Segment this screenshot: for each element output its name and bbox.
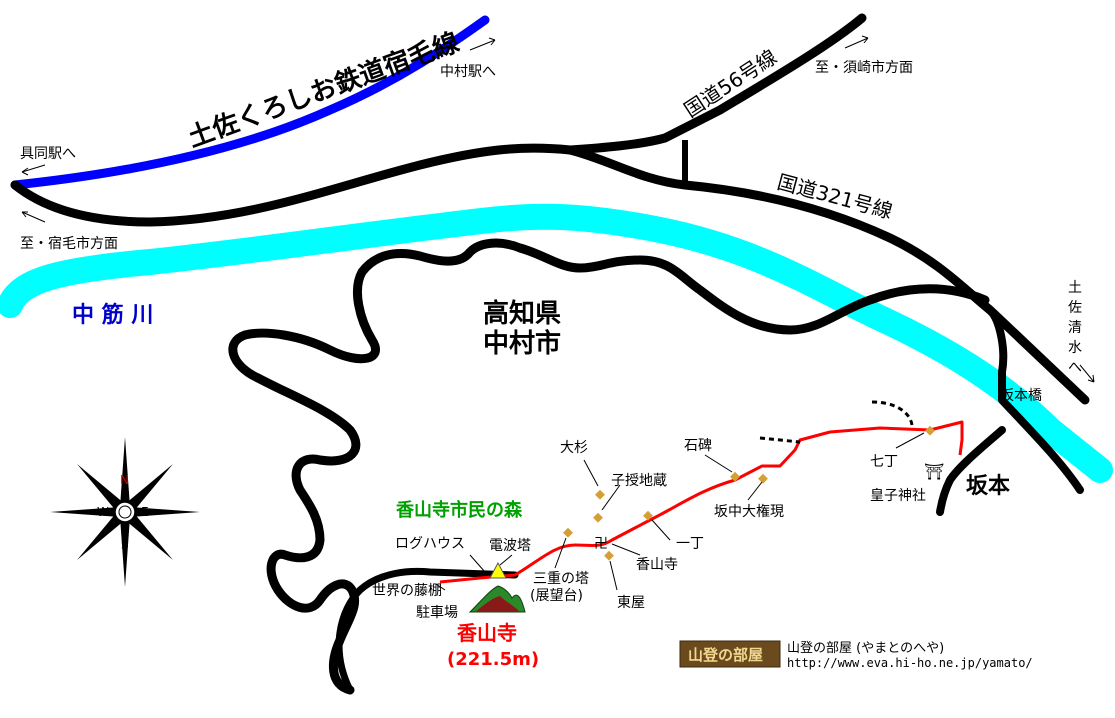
main-road [10, 143, 1090, 405]
hiking-trail [439, 420, 964, 584]
arrow-tosa-shimizu [1079, 364, 1095, 383]
susaki-label: 至・須崎市方面 [815, 59, 913, 76]
log-house-label: ログハウス [395, 536, 465, 552]
credit-logo: 山登の部屋 [679, 640, 781, 668]
summit-name-label: 香山寺 [457, 621, 517, 645]
oosugi-label: 大杉 [560, 440, 588, 456]
marker-oosugi [595, 489, 605, 500]
tenbodai-label: (展望台) [530, 588, 583, 604]
arrow-gudo-station [21, 164, 46, 176]
summit-elevation-label: (221.5m) [447, 649, 539, 670]
river-label: 中 筋 川 [72, 302, 153, 328]
trail-spur-1 [759, 436, 801, 444]
sakamoto-bridge-label: 坂本橋 [1000, 388, 1042, 404]
sukumo-label: 至・宿毛市方面 [20, 235, 118, 252]
tosa-shimizu-label: 土 佐 清 水 へ [1068, 280, 1082, 376]
arrow-koju-jizo [601, 484, 621, 511]
arrow-sanju-no-to [554, 537, 567, 569]
compass-e: E [141, 505, 149, 519]
arrow-fuji-dana [435, 583, 446, 591]
railway-line [10, 15, 490, 190]
forest-label: 香山寺市民の森 [395, 499, 523, 521]
arrow-azumaya [609, 560, 618, 591]
itcho-label: 一丁 [676, 536, 704, 552]
arrow-log-house [469, 554, 486, 573]
fuji-dana-label: 世界の藤棚 [372, 583, 442, 599]
nakasuji-river [0, 203, 1113, 483]
arrow-sakanaka [747, 481, 763, 501]
sanju-no-to-label: 三重の塔 [533, 571, 589, 587]
arrow-oosugi [583, 459, 599, 487]
road-tosa-shimizu [986, 306, 1084, 494]
marker-sakanaka [758, 473, 768, 484]
parking-road [335, 567, 519, 694]
compass-s: S [121, 538, 129, 552]
gudo-station-label: 具同駅へ [20, 146, 76, 162]
region-label-prefecture: 高知県 [483, 298, 561, 329]
nanacho-label: 七丁 [870, 454, 898, 470]
marker-sekihi [730, 471, 740, 482]
credit-title: 山登の部屋 (やまとのへや) [787, 641, 944, 656]
marker-azumaya [604, 550, 614, 561]
railway-label: 土佐くろしお鉄道宿毛線 [184, 27, 463, 154]
arrow-sukumo [21, 211, 46, 223]
parking-label: 駐車場 [416, 604, 458, 621]
region-label-city: 中村市 [483, 328, 561, 359]
azumaya-label: 東屋 [617, 595, 645, 611]
arrow-susaki [844, 35, 869, 49]
arrow-nanacho [895, 432, 925, 449]
svg-text:へ: へ [1068, 360, 1082, 376]
sakamoto-label: 坂本 [966, 474, 1010, 499]
temple-icon: 卍 [594, 536, 608, 552]
arrow-kouzanji [611, 543, 641, 556]
svg-text:土: 土 [1068, 280, 1082, 296]
svg-text:佐: 佐 [1068, 300, 1082, 316]
trail-spur-2 [871, 400, 914, 426]
kouzanji-temple-label: 香山寺 [636, 557, 678, 573]
arrow-itcho [651, 519, 671, 541]
road-sakamoto [936, 426, 1006, 516]
marker-koju-jizo [593, 512, 603, 523]
arrow-denpato [499, 554, 513, 566]
shrine-icon: ⛩ [924, 462, 944, 481]
marker-sanju-no-to [563, 527, 573, 538]
arrow-sekihi [704, 454, 733, 473]
marker-nanacho [925, 425, 935, 436]
svg-text:水: 水 [1068, 340, 1082, 356]
south-winding-road [228, 238, 990, 695]
nakamura-station-label: 中村駅へ [440, 64, 496, 80]
denpato-label: 電波塔 [489, 538, 531, 554]
credit-url[interactable]: http://www.eva.hi-ho.ne.jp/yamato/ [787, 656, 1033, 670]
sekihi-label: 石碑 [684, 438, 712, 454]
route56-road [565, 13, 867, 155]
direction-arrows [21, 35, 1095, 591]
trail-markers [563, 425, 935, 561]
sakanaka-label: 坂中大権現 [714, 503, 784, 520]
svg-text:清: 清 [1068, 320, 1082, 336]
credit-logo-text: 山登の部屋 [688, 646, 763, 664]
compass-n: N [120, 473, 129, 487]
summit-mountain-icon [468, 561, 526, 613]
koju-jizo-label: 子授地蔵 [611, 473, 667, 489]
ouji-jinja-label: 皇子神社 [870, 488, 926, 504]
marker-itcho [643, 510, 653, 521]
compass-w: W [97, 505, 109, 519]
compass-rose-icon: N S E W [50, 437, 200, 587]
arrow-nakamura-station [469, 37, 496, 51]
